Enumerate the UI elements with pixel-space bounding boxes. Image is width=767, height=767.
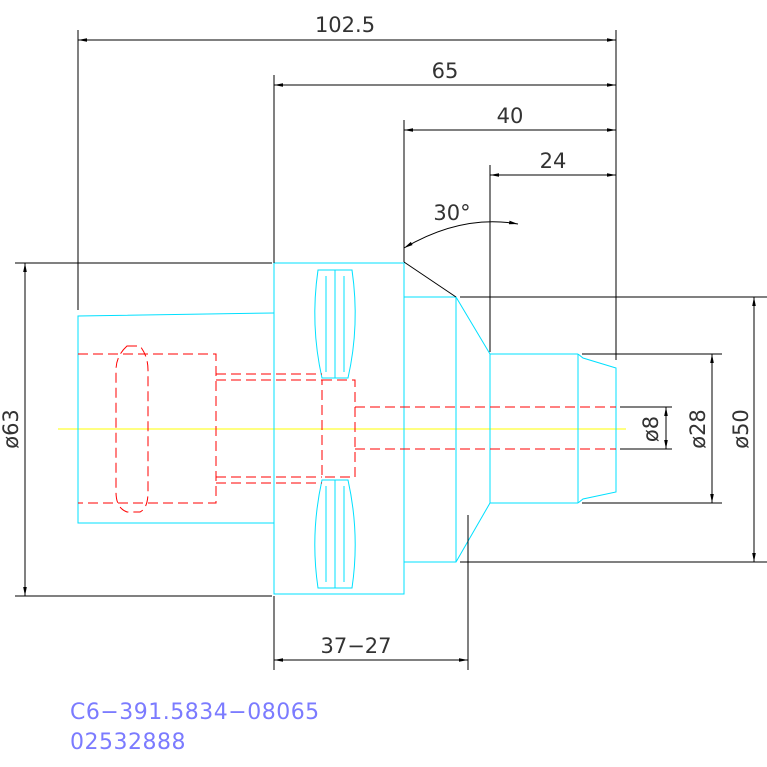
dim-dia-28: ø28 — [686, 409, 710, 449]
dim-dia-8: ø8 — [639, 416, 663, 442]
dim-shank-length: 65 — [432, 59, 459, 83]
part-outline — [77, 262, 617, 595]
part-code: C6−391.5834−08065 — [70, 700, 320, 725]
dim-angle: 30° — [433, 201, 470, 225]
dim-total-length: 102.5 — [315, 13, 375, 37]
part-number: 02532888 — [70, 730, 186, 755]
dimension-lines — [15, 30, 767, 670]
dim-nose-length: 40 — [497, 104, 524, 128]
dim-tip-length: 24 — [540, 149, 567, 173]
dim-dia-50: ø50 — [729, 409, 753, 449]
dim-range: 37−27 — [320, 634, 391, 658]
hidden-lines — [78, 345, 616, 513]
dim-dia-63: ø63 — [0, 409, 23, 449]
